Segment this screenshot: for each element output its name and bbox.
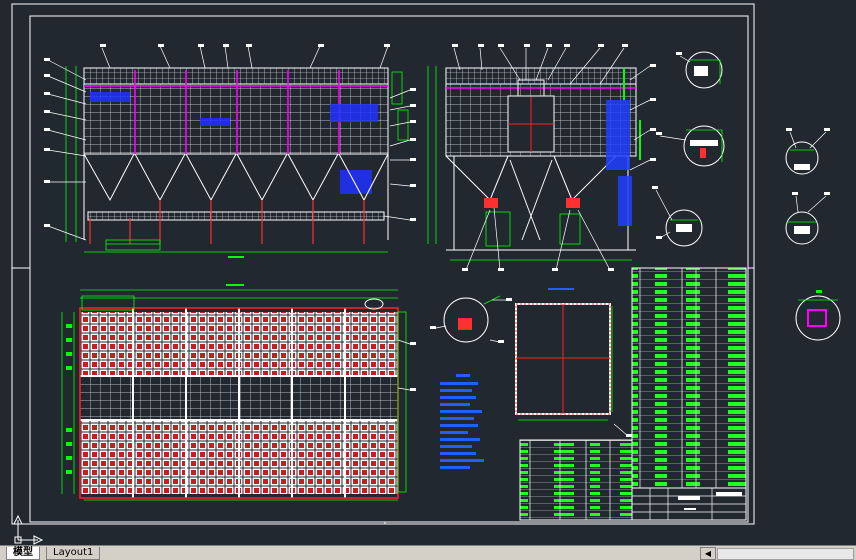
- ucs-icon: [13, 514, 44, 545]
- parts-list-table: [519, 267, 747, 521]
- cad-model-viewport[interactable]: [0, 0, 856, 545]
- cad-drawing: [11, 3, 841, 545]
- section-detail: [515, 288, 632, 437]
- tab-model[interactable]: 模型: [6, 547, 40, 560]
- detail-views: [430, 51, 841, 343]
- layout-tab-bar: 模型 Layout1 ◀: [0, 545, 856, 560]
- side-elevation-view: [427, 44, 656, 271]
- title-block: [631, 487, 747, 521]
- sheet-border: [11, 3, 755, 525]
- horizontal-scrollbar[interactable]: [717, 548, 854, 560]
- plan-view: [61, 284, 416, 501]
- front-elevation-view: [44, 44, 416, 258]
- tab-layout1[interactable]: Layout1: [46, 547, 101, 560]
- technical-notes: [440, 374, 484, 469]
- chevron-left-icon[interactable]: ◀: [700, 547, 716, 560]
